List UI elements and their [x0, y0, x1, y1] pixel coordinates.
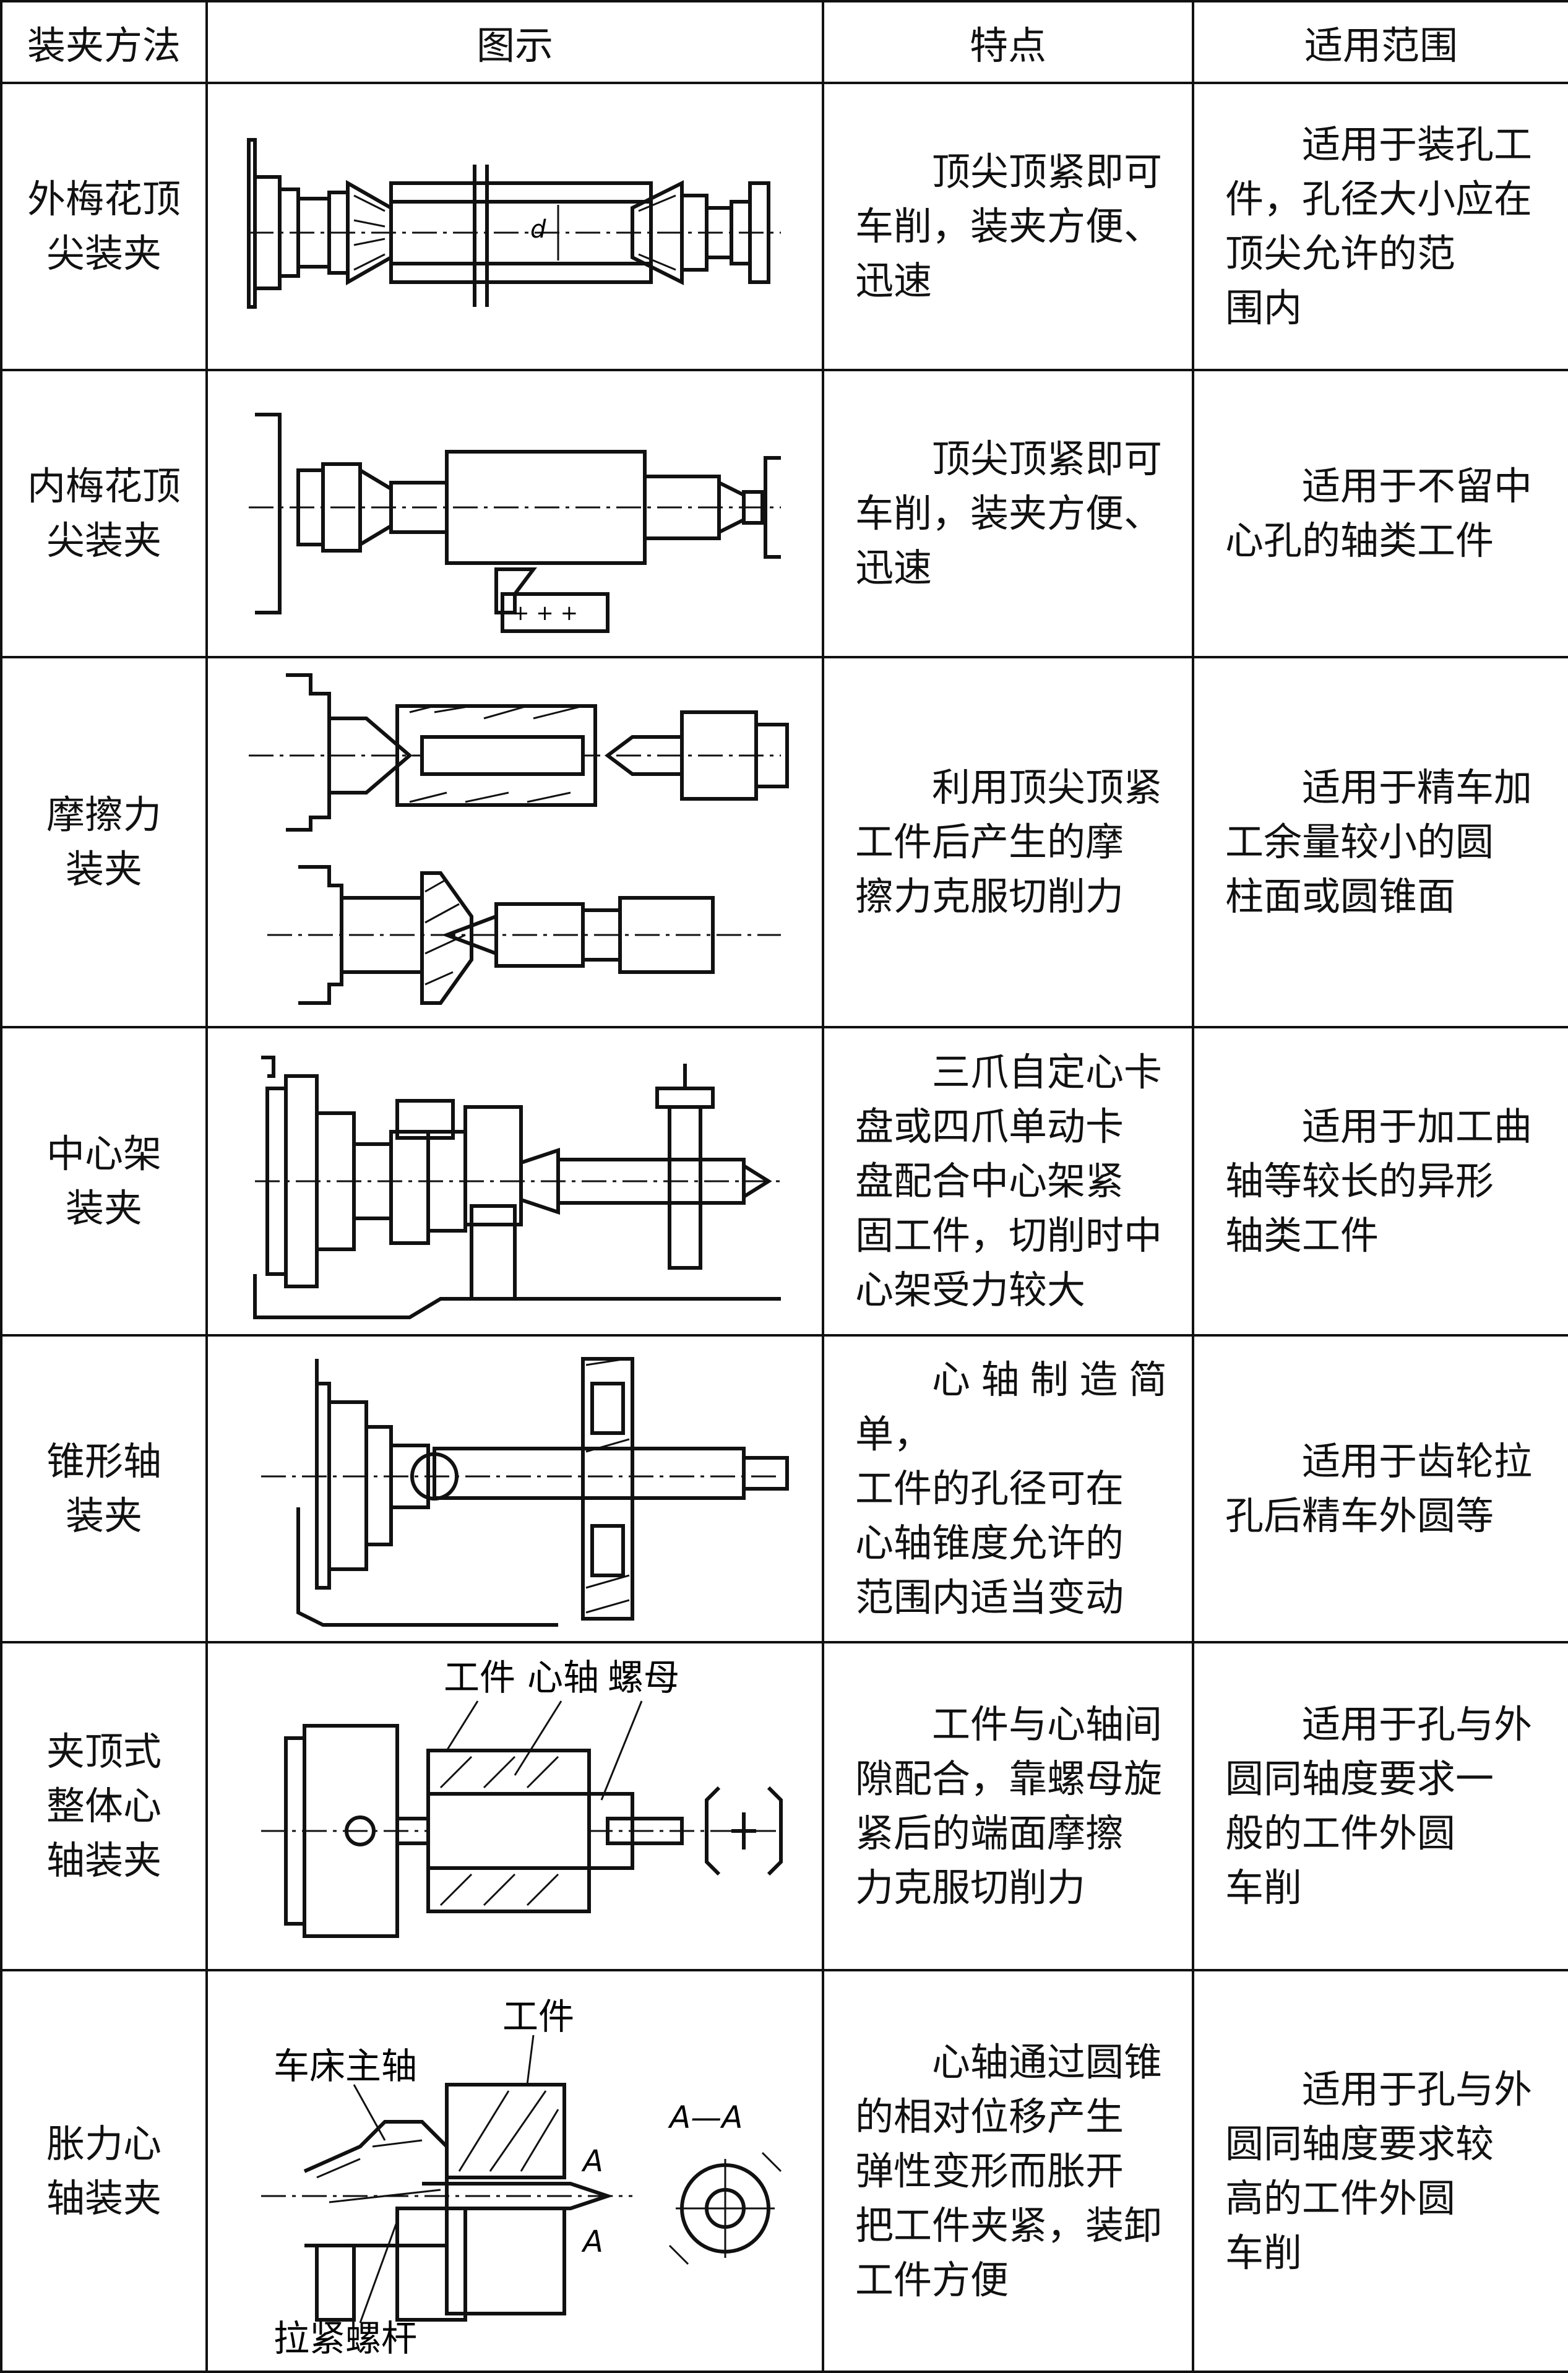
header-method: 装夹方法	[0, 0, 208, 84]
table-row: 锥形轴 装夹 心轴制造简单，	[0, 1334, 1568, 1643]
table-row: 夹顶式 整体心 轴装夹 工件 心轴 螺母	[0, 1641, 1568, 1971]
method-cell: 胀力心 轴装夹	[0, 1969, 208, 2373]
figure-cell: d	[205, 82, 824, 371]
label-nut: 螺母	[608, 1656, 679, 1699]
method-cell: 外梅花顶 尖装夹	[0, 82, 208, 371]
feature-cell: 心轴通过圆锥 的相对位移产生 弹性变形而胀开 把工件夹紧，装卸 工件方便	[822, 1969, 1194, 2373]
figure-cell: + + +	[205, 369, 824, 658]
figure-cell: 工件 车床主轴 A—A A A 拉紧螺杆	[205, 1969, 824, 2373]
scope-cell: 适用于孔与外 圆同轴度要求较 高的工件外圆 车削	[1192, 1969, 1568, 2373]
scope-cell: 适用于孔与外 圆同轴度要求一 般的工件外圆 车削	[1192, 1641, 1568, 1971]
friction-clamping-diagram	[249, 673, 789, 1005]
scope-cell: 适用于装孔工 件，孔径大小应在 顶尖允许的范 围内	[1192, 82, 1568, 371]
clamp-center-mandrel-diagram: 工件 心轴 螺母	[261, 1656, 783, 1938]
table-row: 胀力心 轴装夹 工件 车床主轴 A—A A A 拉紧螺杆	[0, 1969, 1568, 2373]
label-workpiece: 工件	[502, 1996, 574, 2038]
scope-cell: 适用于加工曲 轴等较长的异形 轴类工件	[1192, 1026, 1568, 1337]
outer-plum-center-diagram: d	[247, 138, 781, 309]
method-cell: 夹顶式 整体心 轴装夹	[0, 1641, 208, 1971]
method-cell: 中心架 装夹	[0, 1026, 208, 1337]
taper-mandrel-diagram	[261, 1357, 789, 1627]
method-cell: 锥形轴 装夹	[0, 1334, 208, 1643]
feature-cell: 利用顶尖顶紧 工件后产生的摩 擦力克服切削力	[822, 656, 1194, 1028]
table-row: 中心架 装夹	[0, 1026, 1568, 1337]
label-workpiece: 工件	[444, 1656, 515, 1699]
figure-cell	[205, 1026, 824, 1337]
method-cell: 摩擦力 装夹	[0, 656, 208, 1028]
header-scope: 适用范围	[1192, 0, 1568, 84]
table-row: 摩擦力 装夹	[0, 656, 1568, 1028]
method-cell: 内梅花顶 尖装夹	[0, 369, 208, 658]
scope-cell: 适用于不留中 心孔的轴类工件	[1192, 369, 1568, 658]
scope-cell: 适用于精车加 工余量较小的圆 柱面或圆锥面	[1192, 656, 1568, 1028]
table-row: 内梅花顶 尖装夹 + + + 顶尖顶紧即可 车	[0, 369, 1568, 658]
scope-cell: 适用于齿轮拉 孔后精车外圆等	[1192, 1334, 1568, 1643]
label-a-top: A	[581, 2144, 603, 2179]
steady-rest-diagram	[253, 1056, 781, 1319]
figure-cell	[205, 656, 824, 1028]
diameter-label: d	[530, 215, 546, 244]
feature-cell: 顶尖顶紧即可 车削，装夹方便、 迅速	[822, 82, 1194, 371]
label-spindle: 车床主轴	[274, 2045, 417, 2087]
label-mandrel: 心轴	[527, 1656, 599, 1699]
label-section-aa: A—A	[668, 2100, 743, 2135]
feature-cell: 顶尖顶紧即可 车削，装夹方便、 迅速	[822, 369, 1194, 658]
header-figure: 图示	[205, 0, 824, 84]
feature-cell: 心轴制造简单， 工件的孔径可在 心轴锥度允许的 范围内适当变动	[822, 1334, 1194, 1643]
label-a-bottom: A	[581, 2224, 603, 2259]
tool-marks: + + +	[512, 601, 578, 626]
label-draw-bolt: 拉紧螺杆	[274, 2317, 417, 2357]
header-row: 装夹方法 图示 特点 适用范围	[0, 0, 1568, 84]
feature-cell: 三爪自定心卡 盘或四爪单动卡 盘配合中心架紧 固工件，切削时中 心架受力较大	[822, 1026, 1194, 1337]
table-row: 外梅花顶 尖装夹 d	[0, 82, 1568, 371]
figure-cell	[205, 1334, 824, 1643]
figure-cell: 工件 心轴 螺母	[205, 1641, 824, 1971]
header-feature: 特点	[822, 0, 1194, 84]
inner-plum-center-diagram: + + +	[249, 413, 781, 633]
feature-cell: 工件与心轴间 隙配合，靠螺母旋 紧后的端面摩擦 力克服切削力	[822, 1641, 1194, 1971]
expanding-mandrel-diagram: 工件 车床主轴 A—A A A 拉紧螺杆	[261, 1996, 782, 2357]
